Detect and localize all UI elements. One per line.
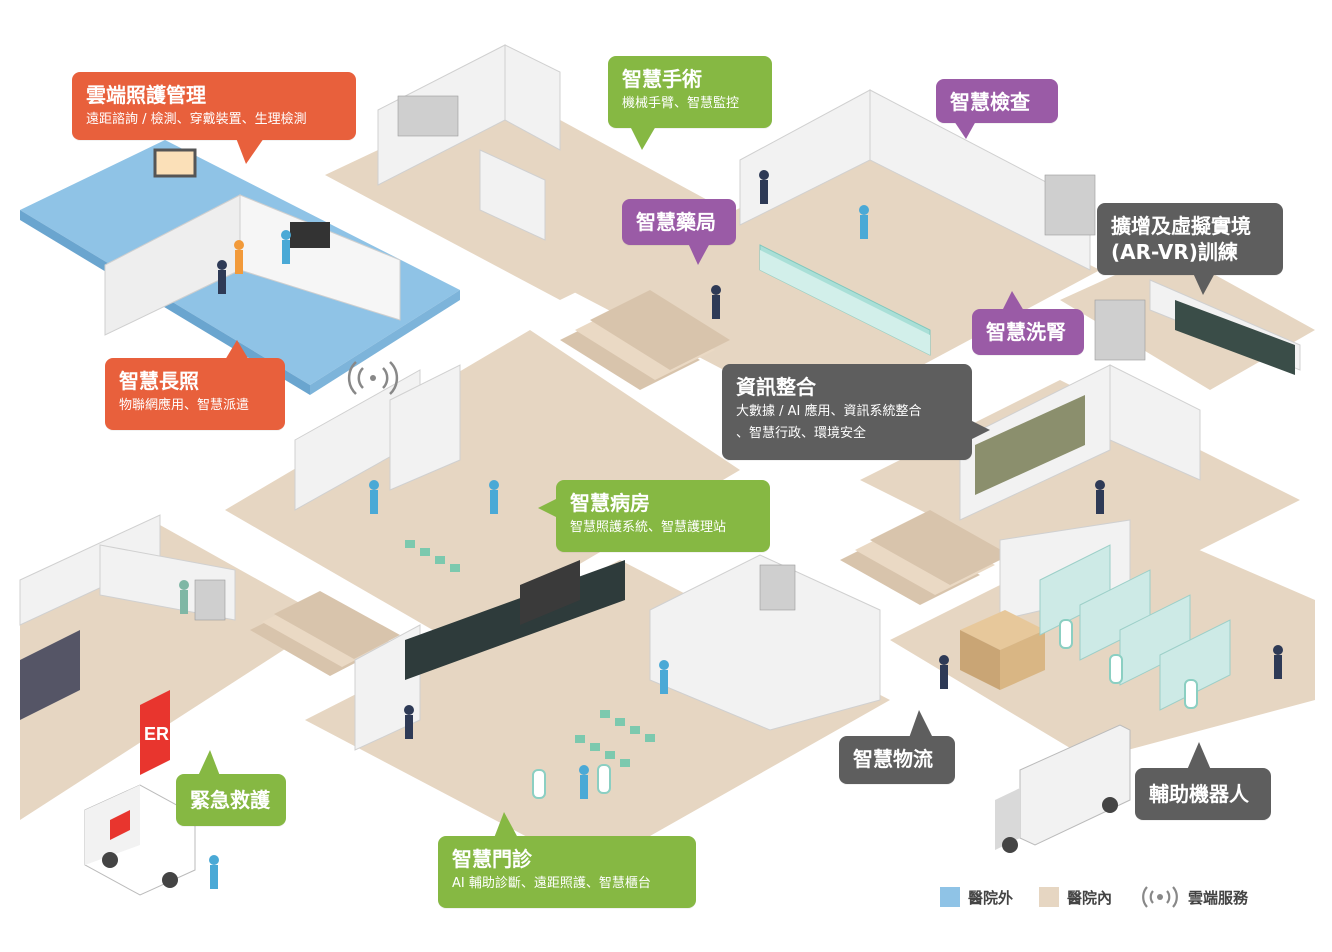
- legend: 醫院外 醫院內 雲端服務: [940, 884, 1274, 910]
- people: [179, 170, 1283, 889]
- callout-title: 智慧藥局: [636, 210, 716, 234]
- legend-item-inside: 醫院內: [1039, 887, 1112, 908]
- stairs-left: [250, 591, 400, 676]
- callout-pointer: [954, 121, 976, 139]
- callout-subtitle-line2: 、智慧行政、環境安全: [736, 426, 867, 441]
- er-sign-board: [140, 690, 170, 775]
- emergency-screen: [20, 630, 80, 720]
- delivery-truck: [995, 724, 1131, 853]
- callout-pointer: [970, 420, 990, 440]
- cabinets: [194, 95, 1146, 621]
- callout-pointer: [1002, 291, 1024, 311]
- callout-title: 緊急救護: [190, 788, 270, 812]
- callout-title: 智慧物流: [853, 747, 933, 771]
- callout-cloud-care: 雲端照護管理 遠距諮詢 / 檢測、穿戴裝置、生理檢測: [72, 72, 356, 164]
- callout-pharmacy: 智慧藥局: [622, 199, 736, 265]
- er-sign-text: ER: [144, 724, 169, 744]
- tv-screen-long-term: [290, 222, 330, 248]
- callout-pointer: [1193, 273, 1215, 295]
- pharmacy-shelf-front: [760, 250, 930, 355]
- callout-pointer: [198, 750, 220, 776]
- callout-subtitle: 機械手臂、智慧監控: [622, 96, 740, 111]
- callout-pointer: [909, 710, 933, 738]
- callout-smart-ward: 智慧病房 智慧照護系統、智慧護理站: [538, 480, 770, 552]
- callout-title: 雲端照護管理: [86, 83, 206, 107]
- callout-title: 智慧門診: [452, 847, 532, 871]
- callout-emergency: 緊急救護: [176, 750, 286, 826]
- callout-title-line1: 擴增及虛擬實境: [1111, 214, 1251, 238]
- callout-ar-vr: 擴增及虛擬實境 (AR-VR)訓練: [1097, 203, 1283, 295]
- legend-item-cloud: 雲端服務: [1138, 885, 1248, 909]
- outside-floor-edge-right: [310, 290, 460, 395]
- callout-pointer: [236, 138, 264, 164]
- callout-info-integration: 資訊整合 大數據 / AI 應用、資訊系統整合 、智慧行政、環境安全: [722, 364, 990, 460]
- wifi-signal-icon: [1142, 886, 1178, 908]
- callout-subtitle: 物聯網應用、智慧派遣: [119, 398, 250, 413]
- callout-pointer: [1187, 742, 1211, 770]
- tv-screen-cloud-care: [153, 148, 197, 178]
- wifi-signal-icon: [347, 361, 399, 395]
- legend-item-outside: 醫院外: [940, 887, 1013, 908]
- callout-pointer: [630, 126, 656, 150]
- callout-dialysis: 智慧洗腎: [972, 291, 1084, 355]
- callout-subtitle: AI 輔助診斷、遠距照護、智慧櫃台: [452, 876, 651, 891]
- logistics-shelves: [1039, 544, 1231, 711]
- callout-title: 智慧長照: [119, 369, 199, 393]
- callout-pointer: [494, 812, 518, 838]
- legend-label-outside: 醫院外: [968, 888, 1014, 907]
- callout-surgery: 智慧手術 機械手臂、智慧監控: [608, 56, 772, 150]
- legend-swatch-outside: [940, 887, 960, 907]
- legend-label-cloud: 雲端服務: [1188, 888, 1249, 907]
- callout-long-term-care: 智慧長照 物聯網應用、智慧派遣: [105, 340, 285, 430]
- legend-label-inside: 醫院內: [1067, 888, 1113, 907]
- info-video-wall: [975, 395, 1085, 495]
- callout-pointer: [688, 243, 710, 265]
- legend-swatch-inside: [1039, 887, 1060, 907]
- ambulance: [84, 784, 196, 896]
- ward-info-board: [520, 560, 580, 625]
- stairs-right: [840, 510, 1010, 605]
- callout-title-line2: (AR-VR)訓練: [1111, 240, 1238, 264]
- callout-subtitle: 遠距諮詢 / 檢測、穿戴裝置、生理檢測: [86, 112, 307, 127]
- callout-smart-clinic: 智慧門診 AI 輔助診斷、遠距照護、智慧櫃台: [438, 812, 696, 908]
- arvr-screen: [1175, 300, 1295, 375]
- ward-floor: [225, 330, 740, 640]
- callout-examination: 智慧檢查: [936, 79, 1058, 139]
- callout-title: 智慧病房: [570, 491, 650, 515]
- stairs-middle: [560, 290, 730, 390]
- callout-pointer: [225, 340, 249, 360]
- callout-title: 智慧手術: [622, 67, 702, 91]
- callout-subtitle: 智慧照護系統、智慧護理站: [570, 520, 727, 535]
- callout-smart-logistics: 智慧物流: [839, 710, 955, 784]
- logistics-boxes: [960, 610, 1045, 690]
- callout-pointer: [538, 498, 558, 518]
- callout-assistive-robot: 輔助機器人: [1135, 742, 1271, 820]
- callout-subtitle-line1: 大數據 / AI 應用、資訊系統整合: [736, 404, 922, 419]
- service-robots: [532, 619, 1198, 799]
- callout-title: 智慧洗腎: [986, 320, 1066, 344]
- callout-title: 輔助機器人: [1149, 782, 1249, 806]
- emergency-floor: [20, 525, 330, 820]
- waiting-chairs: [405, 540, 655, 767]
- callout-title: 智慧檢查: [950, 90, 1030, 114]
- callout-title: 資訊整合: [736, 375, 816, 399]
